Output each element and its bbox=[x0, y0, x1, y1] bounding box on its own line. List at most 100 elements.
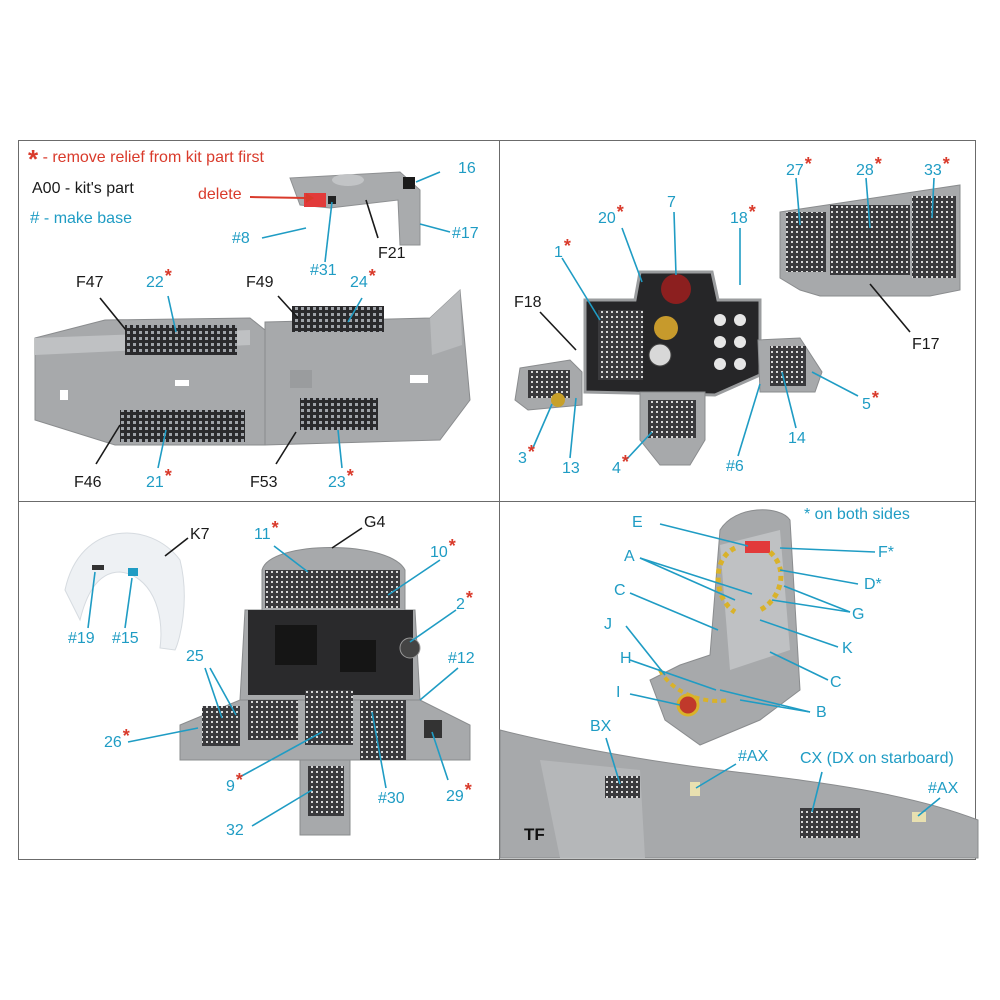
callout-f-star: F* bbox=[878, 544, 894, 561]
callout-21: 21* bbox=[146, 467, 172, 492]
callout-2-number: 2 bbox=[456, 596, 465, 613]
callout-g4: G4 bbox=[364, 514, 386, 531]
callout-e: E bbox=[632, 514, 643, 531]
callout-10-number: 10 bbox=[430, 544, 448, 561]
callout-22: 22* bbox=[146, 267, 172, 292]
callout-11: 11* bbox=[254, 519, 279, 544]
asterisk-icon: * bbox=[448, 536, 456, 556]
callout-i: I bbox=[616, 684, 621, 701]
callout-29-number: 29 bbox=[446, 788, 464, 805]
both-sides-note: * on both sides bbox=[804, 506, 910, 523]
callout-cx: CX (DX on starboard) bbox=[800, 750, 954, 767]
part-right-console-pod bbox=[757, 337, 823, 393]
asterisk-icon: * bbox=[122, 726, 130, 746]
callout-c-upper: C bbox=[614, 582, 626, 599]
callout-33: 33* bbox=[924, 155, 950, 180]
part-tf-fuselage-sidewall bbox=[499, 729, 979, 859]
callout-g: G bbox=[852, 606, 865, 623]
callout-f18: F18 bbox=[514, 294, 542, 311]
panel4-leaders bbox=[605, 523, 941, 817]
callout-27: 27* bbox=[786, 155, 812, 180]
callout-17: #17 bbox=[452, 225, 479, 242]
asterisk-icon: * bbox=[527, 442, 535, 462]
part-ejection-seat bbox=[649, 509, 801, 746]
asterisk-icon: * bbox=[346, 466, 354, 486]
panel1-leaders bbox=[157, 171, 451, 469]
callout-f17: F17 bbox=[912, 336, 940, 353]
asterisk-icon: * bbox=[804, 154, 812, 174]
asterisk-icon: * bbox=[368, 266, 376, 286]
callout-29: 29* bbox=[446, 781, 472, 806]
callout-13: 13 bbox=[562, 460, 580, 477]
legend-kit-part: A00 - kit's part bbox=[32, 180, 134, 197]
callout-27-number: 27 bbox=[786, 162, 804, 179]
callout-16: 16 bbox=[458, 160, 476, 177]
callout-28: 28* bbox=[856, 155, 882, 180]
callout-f53: F53 bbox=[250, 474, 278, 491]
callout-23-number: 23 bbox=[328, 474, 346, 491]
callout-9-number: 9 bbox=[226, 778, 235, 795]
asterisk-icon: * bbox=[621, 452, 629, 472]
callout-23: 23* bbox=[328, 467, 354, 492]
asterisk-icon: * bbox=[235, 770, 243, 790]
callout-ax-1: #AX bbox=[738, 748, 769, 765]
callout-2: 2* bbox=[456, 589, 473, 614]
asterisk-icon: * bbox=[464, 780, 472, 800]
asterisk-icon: * bbox=[871, 388, 879, 408]
callout-h: H bbox=[620, 650, 632, 667]
callout-6: #6 bbox=[726, 458, 744, 475]
asterisk-icon: * bbox=[164, 266, 172, 286]
callout-bx: BX bbox=[590, 718, 612, 735]
callout-3-number: 3 bbox=[518, 450, 527, 467]
callout-5-number: 5 bbox=[862, 396, 871, 413]
part-left-console-pod bbox=[514, 359, 583, 411]
callout-ax-2: #AX bbox=[928, 780, 959, 797]
vertical-divider bbox=[499, 141, 500, 859]
callout-k: K bbox=[842, 640, 853, 657]
callout-4: 4* bbox=[612, 453, 629, 478]
asterisk-icon: * bbox=[563, 236, 571, 256]
callout-j: J bbox=[604, 616, 612, 633]
asterisk-icon: * bbox=[271, 518, 279, 538]
callout-15: #15 bbox=[112, 630, 139, 647]
callout-21-number: 21 bbox=[146, 474, 164, 491]
callout-a: A bbox=[624, 548, 635, 565]
legend-hash-text: - make base bbox=[43, 210, 132, 227]
callout-19: #19 bbox=[68, 630, 95, 647]
asterisk-icon: * bbox=[164, 466, 172, 486]
callout-18-number: 18 bbox=[730, 210, 748, 227]
hash-icon: # bbox=[30, 208, 40, 227]
callout-18: 18* bbox=[730, 203, 756, 228]
callout-b: B bbox=[816, 704, 827, 721]
panel3-leaders bbox=[87, 545, 459, 827]
callout-f49: F49 bbox=[246, 274, 274, 291]
callout-31: #31 bbox=[310, 262, 337, 279]
instruction-sheet bbox=[18, 140, 976, 860]
callout-f46: F46 bbox=[74, 474, 102, 491]
callout-f21: F21 bbox=[378, 245, 406, 262]
part-f21-glareshield bbox=[289, 171, 421, 246]
part-k7-canopy bbox=[64, 532, 185, 651]
asterisk-icon: * bbox=[874, 154, 882, 174]
callout-5: 5* bbox=[862, 389, 879, 414]
callout-1: 1* bbox=[554, 237, 571, 262]
panel2-leaders bbox=[531, 177, 935, 461]
callout-7: 7 bbox=[667, 194, 676, 211]
callout-26: 26* bbox=[104, 727, 130, 752]
callout-24-number: 24 bbox=[350, 274, 368, 291]
callout-4-number: 4 bbox=[612, 460, 621, 477]
callout-f47: F47 bbox=[76, 274, 104, 291]
callout-11-number: 11 bbox=[254, 526, 271, 543]
callout-k7: K7 bbox=[190, 526, 210, 543]
callout-8: #8 bbox=[232, 230, 250, 247]
asterisk-icon: * bbox=[942, 154, 950, 174]
callout-14: 14 bbox=[788, 430, 806, 447]
legend-star-row: * - remove relief from kit part first bbox=[28, 146, 264, 173]
callout-20: 20* bbox=[598, 203, 624, 228]
part-main-instrument-panel bbox=[583, 270, 762, 397]
legend-star-text: - remove relief from kit part first bbox=[42, 149, 264, 166]
asterisk-icon: * bbox=[616, 202, 624, 222]
callout-d-star: D* bbox=[864, 576, 882, 593]
callout-tf: TF bbox=[524, 825, 545, 844]
